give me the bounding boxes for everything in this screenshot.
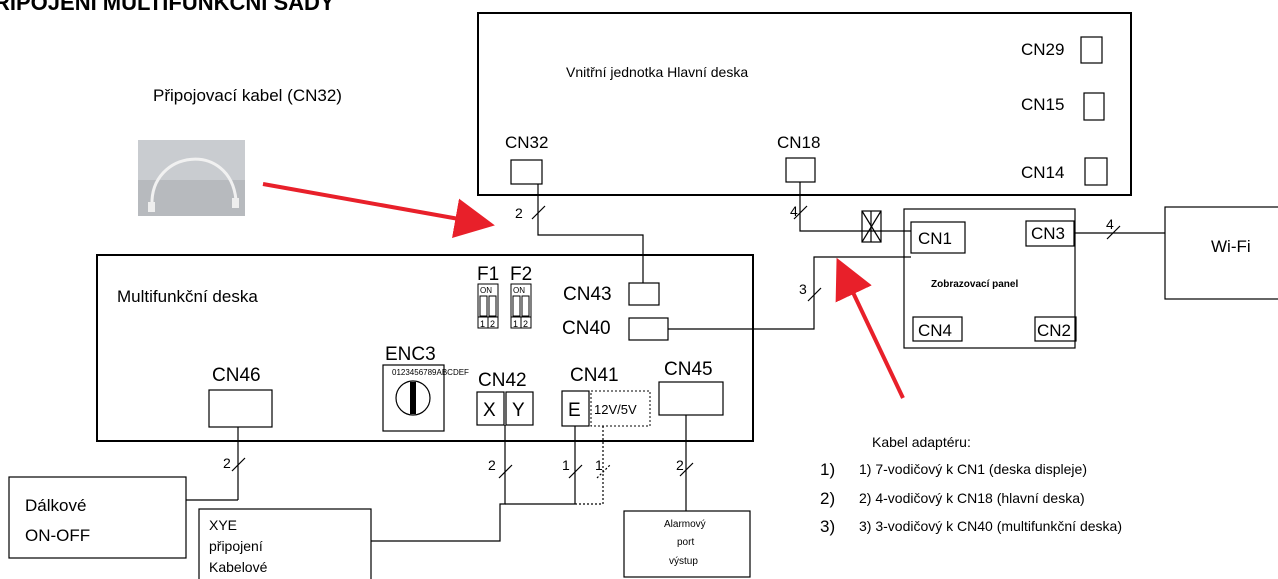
- wifi-module: [1164, 206, 1278, 300]
- cn2-connector: [1034, 316, 1077, 342]
- xye-line1: XYE: [209, 517, 237, 533]
- alarm-line1: Alarmový: [664, 519, 706, 530]
- adapter-heading: Kabel adaptéru:: [872, 434, 971, 450]
- multi-board-label: Multifunkční deska: [117, 287, 258, 306]
- cable-label: Připojovací kabel (CN32): [153, 86, 342, 105]
- cn46-label: CN46: [212, 365, 261, 386]
- remote-line1: Dálkové: [25, 496, 86, 515]
- display-panel: CN1 CN3 Zobrazovací panel CN4 CN2: [903, 208, 1077, 349]
- cn42-y-terminal: [505, 391, 534, 426]
- cn18-connector: [785, 157, 816, 183]
- cn32-connector: [510, 159, 543, 185]
- multifunction-board: Multifunkční deska F1 F2 ON 1 2 ON 1 2 C…: [96, 254, 754, 442]
- cn45-connector: [658, 381, 724, 416]
- cn40-connector: [628, 317, 669, 341]
- xy-wire-count: 2: [488, 457, 496, 473]
- cable-photo: [138, 140, 245, 216]
- wifi-wire-count: 4: [1106, 216, 1114, 232]
- e-wire-count: 1: [562, 457, 570, 473]
- svg-text:1: 1: [480, 319, 485, 329]
- v-wire-count: 1: [595, 457, 603, 473]
- cn2-label: CN2: [1037, 321, 1071, 340]
- svg-text:X: X: [483, 400, 496, 421]
- page-title: ŘIPOJENÍ MULTIFUNKČNÍ SADY: [0, 0, 335, 15]
- cn46-wire-count: 2: [223, 455, 231, 471]
- cn14-label: CN14: [1021, 163, 1064, 182]
- enc3-digits: 0123456789ABCDEF: [392, 368, 469, 377]
- adapter-item-1-num: 1): [820, 460, 835, 479]
- cn40-label: CN40: [562, 318, 611, 339]
- xye-line3: Kabelové: [209, 559, 268, 575]
- svg-text:E: E: [568, 400, 581, 421]
- dip-switch-f2: ON 1 2: [510, 283, 532, 329]
- svg-text:ON: ON: [480, 286, 492, 295]
- xye-box: [198, 508, 372, 579]
- cn45-wire-count: 2: [676, 457, 684, 473]
- svg-text:2: 2: [490, 319, 495, 329]
- cn45-label: CN45: [664, 359, 713, 380]
- wiring: [186, 182, 1165, 542]
- f1-label: F1: [477, 264, 499, 285]
- adapter-item-2: 2) 4-vodičový k CN18 (hlavní deska): [859, 490, 1085, 506]
- cn1-label: CN1: [918, 229, 952, 248]
- svg-text:1: 1: [513, 319, 518, 329]
- cn4-label: CN4: [918, 321, 952, 340]
- svg-text:12V/5V: 12V/5V: [594, 402, 637, 417]
- cn29-connector: [1080, 36, 1103, 64]
- cn40-wire-count: 3: [799, 281, 807, 297]
- main-board-label: Vnitřní jednotka Hlavní deska: [566, 64, 748, 80]
- xye-line2: připojení: [209, 538, 263, 554]
- cn29-label: CN29: [1021, 40, 1064, 59]
- cn41-voltage-terminal: [590, 390, 651, 427]
- alarm-box: [623, 510, 751, 578]
- cn18-wire-count: 4: [790, 203, 798, 219]
- arrow-cable-to-cn32: [262, 182, 495, 239]
- alarm-line2: port: [677, 537, 694, 548]
- adapter-item-2-num: 2): [820, 489, 835, 508]
- remote-line2: ON-OFF: [25, 526, 90, 545]
- alarm-line3: výstup: [669, 556, 698, 567]
- cn14-connector: [1084, 157, 1108, 186]
- cn43-connector: [628, 282, 660, 306]
- cn41-label: CN41: [570, 365, 619, 386]
- main-board: Vnitřní jednotka Hlavní deska CN29 CN15 …: [477, 12, 1132, 196]
- display-panel-label: Zobrazovací panel: [931, 279, 1018, 290]
- svg-text:2: 2: [523, 319, 528, 329]
- enc3-rotary-switch: 0123456789ABCDEF: [382, 364, 469, 432]
- arrow-adapter-to-cn1: [835, 257, 905, 399]
- cn1-connector: [910, 221, 966, 254]
- cn32-label: CN32: [505, 133, 548, 152]
- adapter-item-1: 1) 7-vodičový k CN1 (deska displeje): [859, 461, 1087, 477]
- cn43-label: CN43: [563, 284, 612, 305]
- cn4-connector: [912, 316, 963, 342]
- cn3-label: CN3: [1031, 224, 1065, 243]
- cn15-connector: [1083, 92, 1105, 121]
- cn42-x-terminal: [476, 391, 505, 426]
- remote-onoff-box: [8, 476, 187, 559]
- cn46-connector: [208, 389, 273, 428]
- cn42-label: CN42: [478, 370, 527, 391]
- adapter-item-3: 3) 3-vodičový k CN40 (multifunkční deska…: [859, 518, 1122, 534]
- enc3-label: ENC3: [385, 344, 436, 365]
- f2-label: F2: [510, 264, 532, 285]
- svg-text:ON: ON: [513, 286, 525, 295]
- cn18-label: CN18: [777, 133, 820, 152]
- dip-switch-f1: ON 1 2: [477, 283, 499, 329]
- cn15-label: CN15: [1021, 95, 1064, 114]
- cn32-wire-count: 2: [515, 205, 523, 221]
- adapter-item-3-num: 3): [820, 517, 835, 536]
- svg-text:Y: Y: [512, 400, 525, 421]
- wifi-label: Wi-Fi: [1211, 237, 1251, 256]
